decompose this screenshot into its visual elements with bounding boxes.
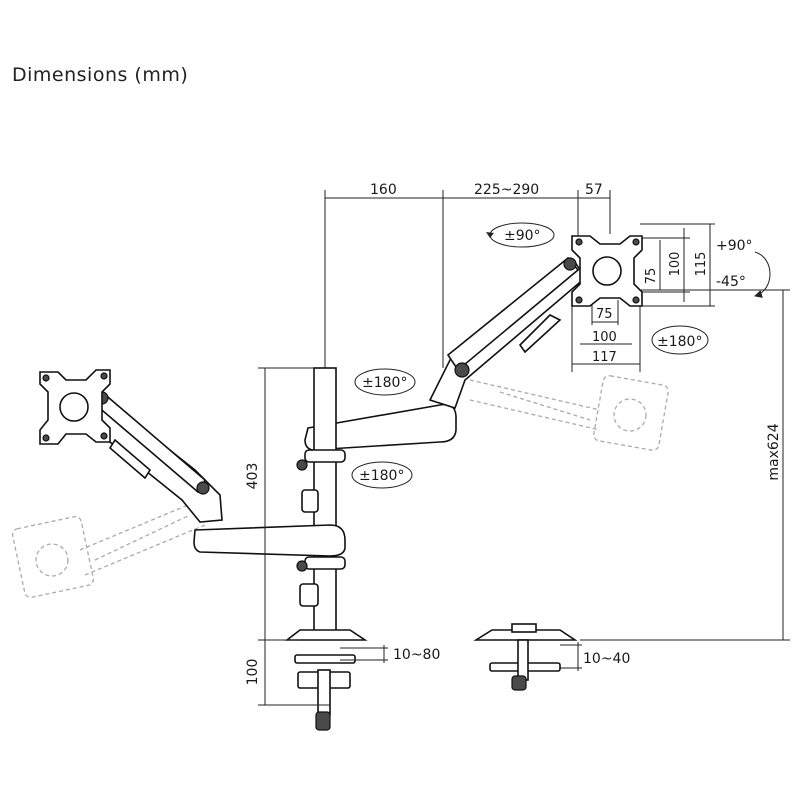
rotation-arrow-upper-arm bbox=[354, 368, 416, 396]
ghost-right-monitor bbox=[469, 375, 669, 451]
diagram-title: Dimensions (mm) bbox=[12, 64, 189, 86]
vesa-dimension-lines bbox=[571, 223, 715, 372]
label-pole-height: 403 bbox=[245, 463, 261, 490]
left-arm bbox=[94, 390, 346, 557]
label-vesa-width-medium: 100 bbox=[592, 330, 617, 345]
top-dimensions bbox=[324, 190, 611, 368]
label-max-height: max624 bbox=[766, 423, 782, 480]
label-vesa-height-medium: 100 bbox=[668, 252, 683, 277]
label-vesa-height-plate: 115 bbox=[694, 252, 709, 277]
left-vesa-plate bbox=[39, 369, 111, 445]
label-swivel-plate: ±90° bbox=[504, 228, 541, 244]
vertical-dimensions bbox=[258, 289, 790, 706]
label-base-height: 100 bbox=[245, 659, 261, 686]
rotation-arrow-pole-joint bbox=[351, 461, 413, 489]
rotation-arrow-tilt bbox=[754, 251, 771, 298]
label-vesa-width-plate: 117 bbox=[592, 350, 617, 365]
grommet-base bbox=[473, 623, 578, 691]
right-arm bbox=[304, 256, 587, 451]
label-grommet-range: 10~40 bbox=[583, 651, 630, 667]
ghost-left-monitor bbox=[11, 499, 206, 599]
label-arm-segment-1: 160 bbox=[370, 182, 397, 198]
pole bbox=[296, 367, 346, 639]
label-vesa-width-small: 75 bbox=[596, 307, 613, 322]
right-vesa-plate bbox=[571, 235, 643, 307]
label-rotate-plate: ±180° bbox=[657, 334, 702, 350]
rotation-arrow-plate bbox=[651, 325, 709, 355]
label-tilt-down: -45° bbox=[716, 274, 746, 290]
label-plate-offset: 57 bbox=[585, 182, 603, 198]
label-vesa-height-small: 75 bbox=[644, 268, 659, 285]
label-clamp-range: 10~80 bbox=[393, 647, 440, 663]
label-tilt-up: +90° bbox=[716, 238, 753, 254]
desk-clamp bbox=[284, 629, 368, 731]
label-rotate-pole-joint: ±180° bbox=[359, 468, 404, 484]
rotation-arrow-swivel bbox=[486, 222, 555, 248]
label-arm-segment-2: 225~290 bbox=[474, 182, 539, 198]
label-rotate-upper-arm: ±180° bbox=[362, 375, 407, 391]
